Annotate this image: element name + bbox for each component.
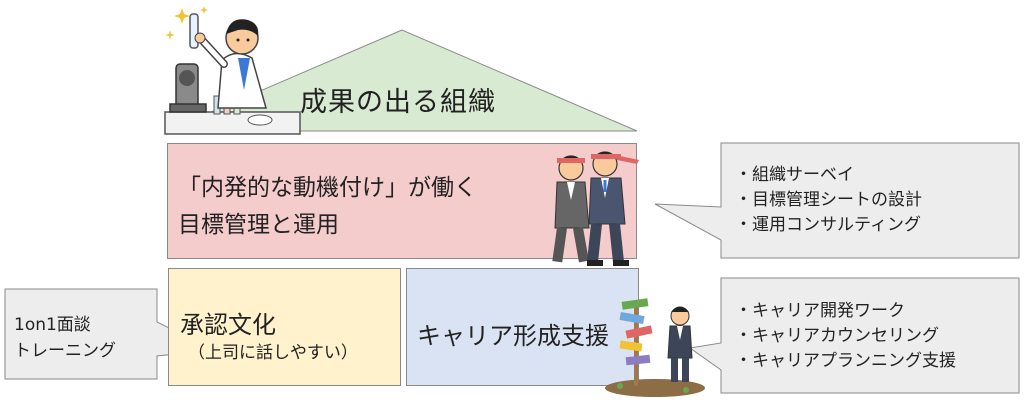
roof-title: 成果の出る組織: [300, 87, 496, 118]
scientist-illustration: [164, 6, 301, 135]
career-support-box: [406, 268, 639, 386]
callout-upper-right-text: ・組織サーベイ ・目標管理シートの設計 ・運用コンサルティング: [735, 163, 922, 238]
middle-title-line1: 「内発的な動機付け」が働く: [178, 175, 477, 201]
running-businessmen-illustration: [552, 151, 639, 266]
callout-upper-right-item: ・運用コンサルティング: [735, 215, 921, 235]
recognition-culture-subtitle: （上司に話しやすい）: [188, 343, 358, 363]
callout-lower-right-shape: [688, 277, 1020, 394]
middle-title-line2: 目標管理と運用: [178, 212, 339, 238]
callout-left-text: 1on1面談 トレーニング: [14, 312, 116, 364]
career-support-title: キャリア形成支援: [417, 322, 609, 350]
signpost-businessman-illustration: [605, 298, 705, 397]
roof-triangle: [166, 29, 638, 132]
recognition-culture-title: 承認文化: [180, 311, 276, 339]
recognition-culture-box: [168, 268, 401, 386]
callout-lower-right-item: ・キャリアカウンセリング: [735, 326, 939, 346]
callout-left-line: 1on1面談: [14, 315, 91, 335]
callout-upper-right-item: ・組織サーベイ: [735, 165, 854, 185]
callout-upper-right-item: ・目標管理シートの設計: [735, 190, 922, 210]
callout-lower-right-item: ・キャリア開発ワーク: [735, 301, 905, 321]
callout-upper-right-shape: [654, 142, 1020, 259]
callout-left-line: トレーニング: [14, 341, 116, 361]
callout-lower-right-item: ・キャリアプランニング支援: [735, 351, 956, 371]
callout-lower-right-text: ・キャリア開発ワーク ・キャリアカウンセリング ・キャリアプランニング支援: [735, 299, 956, 374]
